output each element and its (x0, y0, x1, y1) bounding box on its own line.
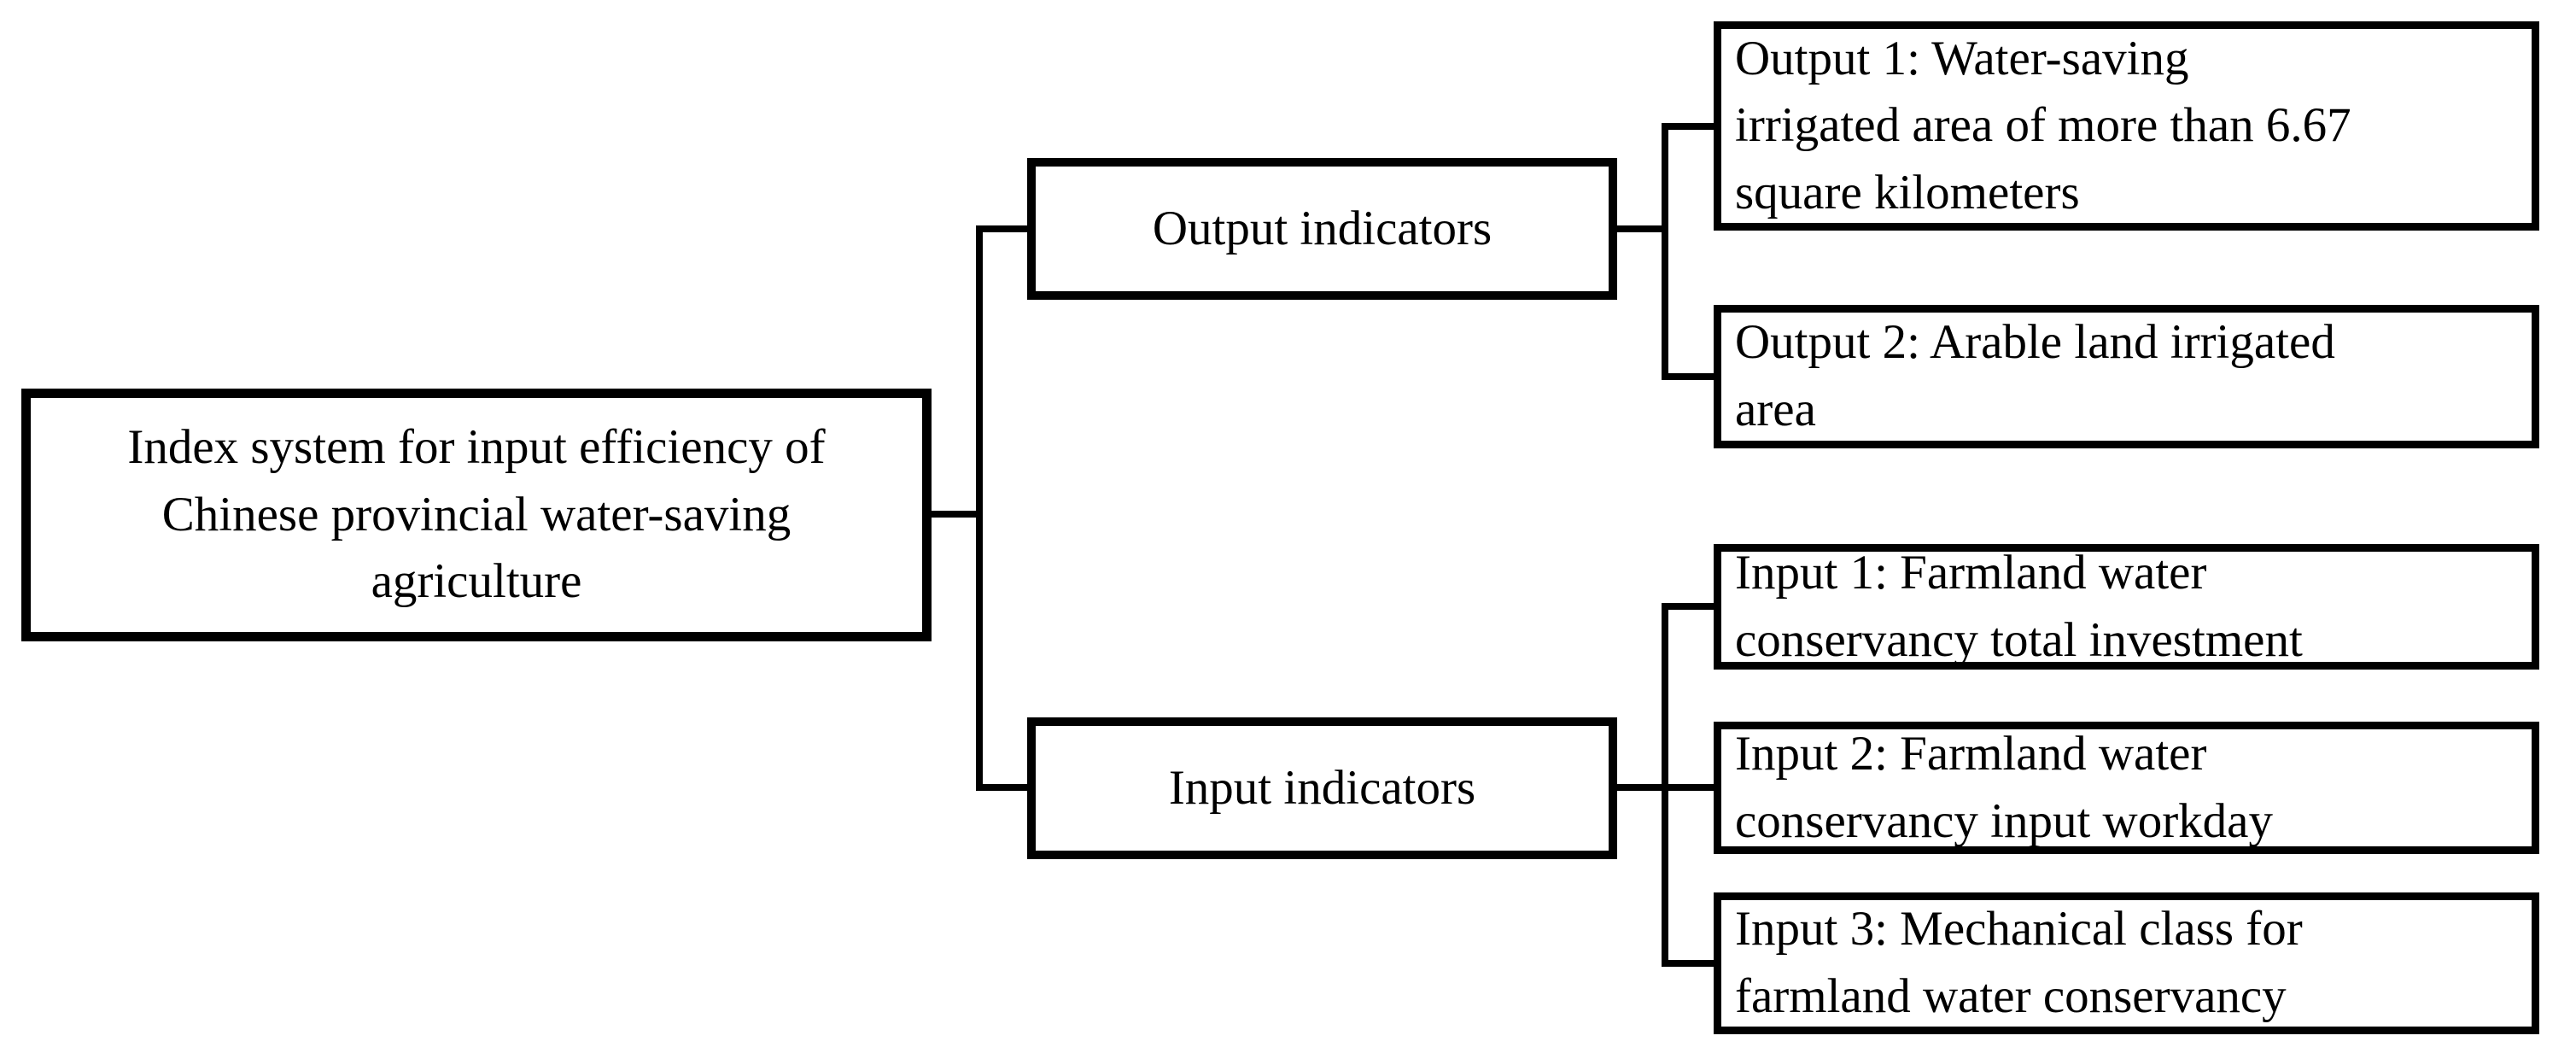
output-1-label: Output 1: Water-saving irrigated area of… (1735, 31, 2351, 219)
input-2-box: Input 2: Farmland water conservancy inpu… (1714, 722, 2539, 854)
input-3-label: Input 3: Mechanical class for farmland w… (1735, 902, 2303, 1023)
root-label: Index system for input efficiency of Chi… (127, 420, 826, 609)
input-1-label: Input 1: Farmland water conservancy tota… (1735, 545, 2303, 667)
output-2-box: Output 2: Arable land irrigated area (1714, 305, 2539, 448)
output-2-label: Output 2: Arable land irrigated area (1735, 315, 2335, 436)
input-1-box: Input 1: Farmland water conservancy tota… (1714, 544, 2539, 670)
output-indicators-label: Output indicators (1152, 201, 1492, 255)
input-3-box: Input 3: Mechanical class for farmland w… (1714, 892, 2539, 1034)
input-indicators-label: Input indicators (1168, 760, 1476, 815)
input-indicators-box: Input indicators (1027, 717, 1617, 859)
output-indicators-box: Output indicators (1027, 158, 1617, 300)
root-box: Index system for input efficiency of Chi… (21, 389, 932, 641)
input-2-label: Input 2: Farmland water conservancy inpu… (1735, 726, 2273, 848)
output-1-box: Output 1: Water-saving irrigated area of… (1714, 21, 2539, 231)
